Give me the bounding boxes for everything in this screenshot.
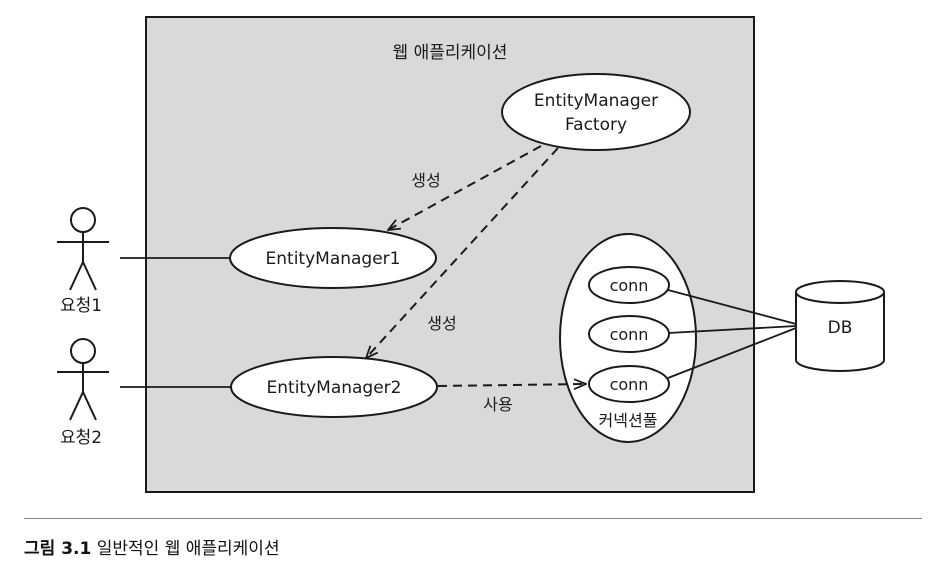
use-arrow <box>437 384 586 386</box>
database-label: DB <box>828 318 853 338</box>
actor-2-icon <box>57 338 109 421</box>
create-label-1: 생성 <box>411 171 440 190</box>
actor-1-icon <box>57 207 109 291</box>
entity-manager-1-label: EntityManager1 <box>266 249 401 269</box>
entity-manager-factory <box>501 73 691 151</box>
conn-1-db-line <box>667 289 797 325</box>
create-arrow-2 <box>366 147 559 358</box>
create-label-2: 생성 <box>427 314 456 333</box>
conn-2-db-line <box>667 325 797 334</box>
conn-3-db-line <box>667 327 797 379</box>
conn-1-label: conn <box>610 276 649 295</box>
connection-pool-label: 커넥션풀 <box>599 411 658 430</box>
conn-3-label: conn <box>610 375 649 394</box>
figure-caption: 그림 3.1 일반적인 웹 애플리케이션 <box>24 534 280 559</box>
web-application-title: 웹 애플리케이션 <box>393 43 508 63</box>
use-label: 사용 <box>483 395 512 414</box>
conn-1 <box>588 266 670 304</box>
entity-manager-factory-label-line2: Factory <box>565 115 627 135</box>
actor-1-label: 요청1 <box>60 296 102 316</box>
conn-2 <box>588 315 670 353</box>
figure-number: 그림 3.1 <box>24 539 92 559</box>
figure-caption-text: 일반적인 웹 애플리케이션 <box>96 539 280 559</box>
database-cylinder <box>795 280 885 372</box>
caption-divider <box>24 518 922 519</box>
actor-2-label: 요청2 <box>60 428 102 448</box>
entity-manager-2-label: EntityManager2 <box>267 378 402 398</box>
conn-3 <box>588 365 670 403</box>
conn-2-label: conn <box>610 325 649 344</box>
entity-manager-factory-label-line1: EntityManager <box>534 91 658 111</box>
